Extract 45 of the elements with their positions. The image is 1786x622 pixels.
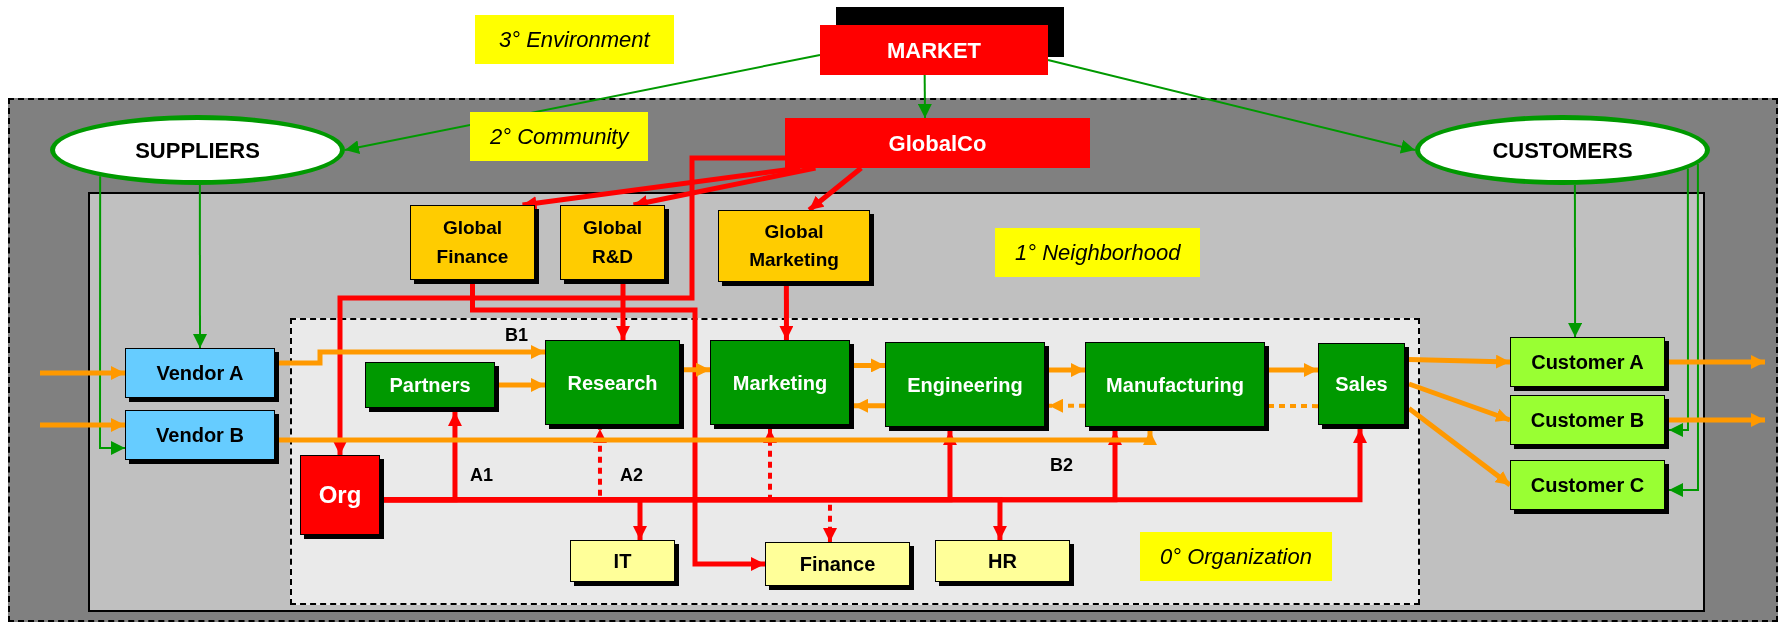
region-band — [8, 98, 1778, 622]
region-label: 0° Organization — [1140, 532, 1332, 581]
arrow — [684, 362, 710, 377]
callout-label: B1 — [505, 324, 528, 347]
arrow — [917, 74, 932, 119]
arrow — [1669, 355, 1765, 369]
arrow — [279, 430, 1157, 445]
arrow — [616, 284, 630, 340]
arrow — [854, 358, 885, 373]
connector-line — [1269, 404, 1318, 409]
arrow — [1568, 183, 1583, 338]
arrow — [1047, 59, 1416, 154]
arrow — [1407, 406, 1512, 487]
arrow — [99, 175, 126, 455]
arrow — [1269, 363, 1318, 377]
arrow — [40, 418, 125, 432]
callout-label: A2 — [620, 464, 643, 487]
arrow — [470, 284, 765, 571]
company-box: GlobalCo — [785, 118, 1090, 168]
region-band — [88, 192, 1705, 612]
arrow — [193, 184, 207, 349]
arrow — [1408, 381, 1511, 423]
arrow — [854, 398, 885, 413]
callout-label: A1 — [470, 464, 493, 487]
arrow — [1049, 398, 1085, 413]
arrow — [522, 165, 801, 211]
arrow — [1668, 167, 1689, 437]
region-label: 1° Neighborhood — [995, 228, 1201, 277]
region-label: 2° Community — [470, 112, 649, 161]
arrow — [1669, 413, 1765, 427]
stakeholder-ellipse: CUSTOMERS — [1415, 115, 1710, 185]
arrow — [779, 286, 794, 340]
arrow — [499, 378, 545, 392]
arrow — [807, 166, 863, 212]
region-label: 3° Environment — [475, 15, 674, 64]
callout-label: B2 — [1050, 454, 1073, 477]
region-band — [290, 318, 1420, 605]
stakeholder-ellipse: SUPPLIERS — [50, 115, 345, 185]
arrow — [384, 497, 1007, 540]
arrow — [1049, 363, 1085, 378]
arrow — [1668, 162, 1699, 497]
arrow — [333, 155, 785, 455]
arrow — [1408, 354, 1511, 369]
arrow — [40, 366, 125, 380]
arrow — [279, 345, 545, 366]
